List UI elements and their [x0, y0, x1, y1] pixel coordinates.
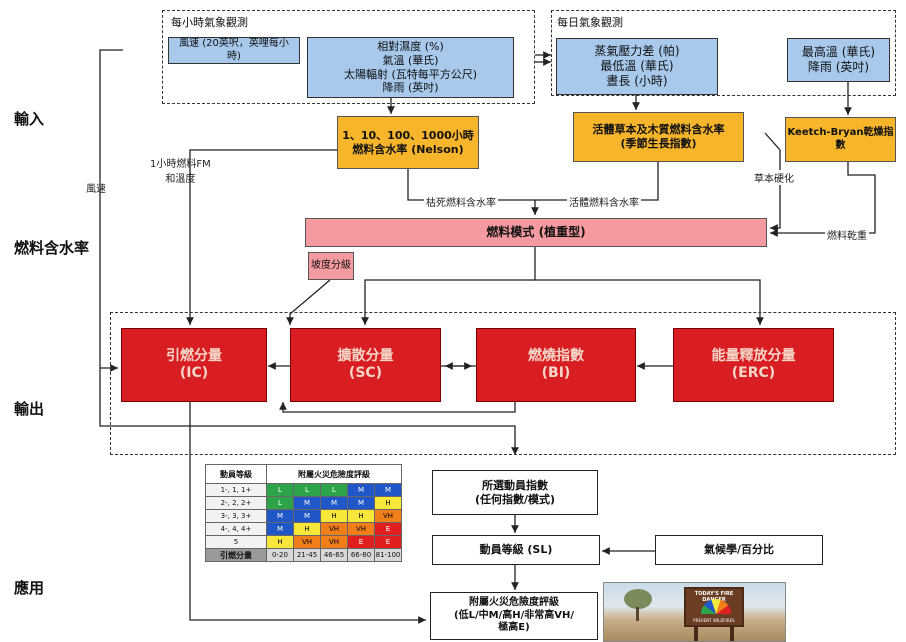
sign-post-left [694, 627, 698, 641]
rating-range: 21-45 [293, 548, 321, 562]
burning-index-box: 燃燒指數(BI) [476, 328, 636, 402]
sign-footer: PREVENT WILDFIRES [693, 618, 735, 623]
danger-dial [701, 599, 731, 614]
rating-cell: L [320, 483, 348, 497]
rating-cell: H [347, 509, 375, 523]
vapor-pressure-box: 蒸氣壓力差 (帕)最低溫 (華氏)晝長 (小時) [556, 38, 718, 95]
staffing-level-cell: 2-, 2, 2+ [205, 496, 267, 510]
rating-cell: M [266, 522, 294, 536]
rating-cell: M [293, 509, 321, 523]
staffing-level-cell: 3-, 3, 3+ [205, 509, 267, 523]
staffing-level-cell: 1-, 1, 1+ [205, 483, 267, 497]
wind-label: 風速 [86, 184, 106, 195]
wind-speed-box: 風速 (20英呎，英哩每小時) [168, 37, 300, 64]
section-input: 輸入 [14, 110, 45, 128]
tree-shape [624, 589, 652, 609]
ignition-component-box: 引燃分量(IC) [121, 328, 267, 402]
live-fuel-moisture-box: 活體草本及木質燃料含水率(季節生長指數) [573, 112, 744, 162]
fuel-weight-label: 燃料乾重 [825, 227, 869, 242]
rating-cell: M [266, 509, 294, 523]
rating-cell: M [347, 483, 375, 497]
tree-trunk [636, 607, 639, 621]
staffing-index-box: 所選動員指數(任何指數/模式) [432, 470, 598, 515]
staffing-level-cell: 4-, 4, 4+ [205, 522, 267, 536]
rating-cell: E [374, 535, 402, 549]
rating-cell: VH [320, 535, 348, 549]
kbdi-box: Keetch-Bryan乾燥指數 [785, 117, 896, 162]
staffing-level-box: 動員等級 (SL) [432, 535, 600, 565]
rating-cell: L [293, 483, 321, 497]
dead-ratio-label: 枯死燃料含水率 [424, 194, 498, 209]
max-temp-box: 最高溫 (華氏)降雨 (英吋) [787, 38, 890, 82]
rating-range: 46-65 [320, 548, 348, 562]
rating-cell: VH [293, 535, 321, 549]
rating-cell: VH [347, 522, 375, 536]
section-output: 輸出 [14, 400, 45, 418]
herb-cure-label: 草本硬化 [752, 170, 796, 185]
rating-cell: H [320, 509, 348, 523]
rating-cell: H [293, 522, 321, 536]
humidity-temp-box: 相對濕度 (%)氣溫 (華氏)太陽輻射 (瓦特每平方公尺)降雨 (英吋) [307, 37, 514, 98]
rating-cell: H [266, 535, 294, 549]
sign-post-right [730, 627, 734, 641]
rating-cell: E [374, 522, 402, 536]
rating-table-header-left: 動員等級 [205, 464, 267, 484]
rating-cell: L [266, 496, 294, 510]
rating-range: 0-20 [266, 548, 294, 562]
hourly-group-title: 每小時氣象觀測 [171, 16, 248, 29]
sign-board: TODAY'S FIRE DANGER PREVENT WILDFIRES [684, 587, 744, 627]
rating-range: 81-100 [374, 548, 402, 562]
energy-release-box: 能量釋放分量(ERC) [673, 328, 834, 402]
rating-cell: M [347, 496, 375, 510]
rating-cell: VH [320, 522, 348, 536]
rating-range: 66-80 [347, 548, 375, 562]
spread-component-box: 擴散分量(SC) [290, 328, 441, 402]
rating-cell: E [347, 535, 375, 549]
fire-danger-sign-photo: TODAY'S FIRE DANGER PREVENT WILDFIRES [603, 582, 786, 642]
rating-cell: H [374, 496, 402, 510]
dead-fuel-moisture-box: 1、10、100、1000小時燃料含水率 (Nelson) [337, 116, 479, 169]
slope-class-box: 坡度分級 [308, 252, 354, 280]
daily-group [551, 10, 896, 96]
rating-table-header-right: 附屬火災危險度評級 [266, 464, 402, 484]
rating-cell: VH [374, 509, 402, 523]
rating-table-footer-left: 引燃分量 [205, 548, 267, 562]
fuel-model-box: 燃料模式 (植重型) [305, 218, 767, 247]
daily-group-title: 每日氣象觀測 [557, 16, 623, 29]
output-group [110, 312, 896, 455]
rating-cell: M [320, 496, 348, 510]
rating-cell: L [266, 483, 294, 497]
hourly-group [162, 10, 535, 104]
climatology-box: 氣候學/百分比 [655, 535, 823, 565]
rating-cell: M [293, 496, 321, 510]
adjective-rating-box: 附屬火災危險度評級(低L/中M/高H/非常高VH/極高E) [430, 592, 598, 640]
staffing-level-cell: 5 [205, 535, 267, 549]
rating-cell: M [374, 483, 402, 497]
live-ratio-label: 活體燃料含水率 [567, 194, 641, 209]
section-fuel-moisture: 燃料含水率 [14, 239, 90, 257]
section-application: 應用 [14, 579, 45, 597]
